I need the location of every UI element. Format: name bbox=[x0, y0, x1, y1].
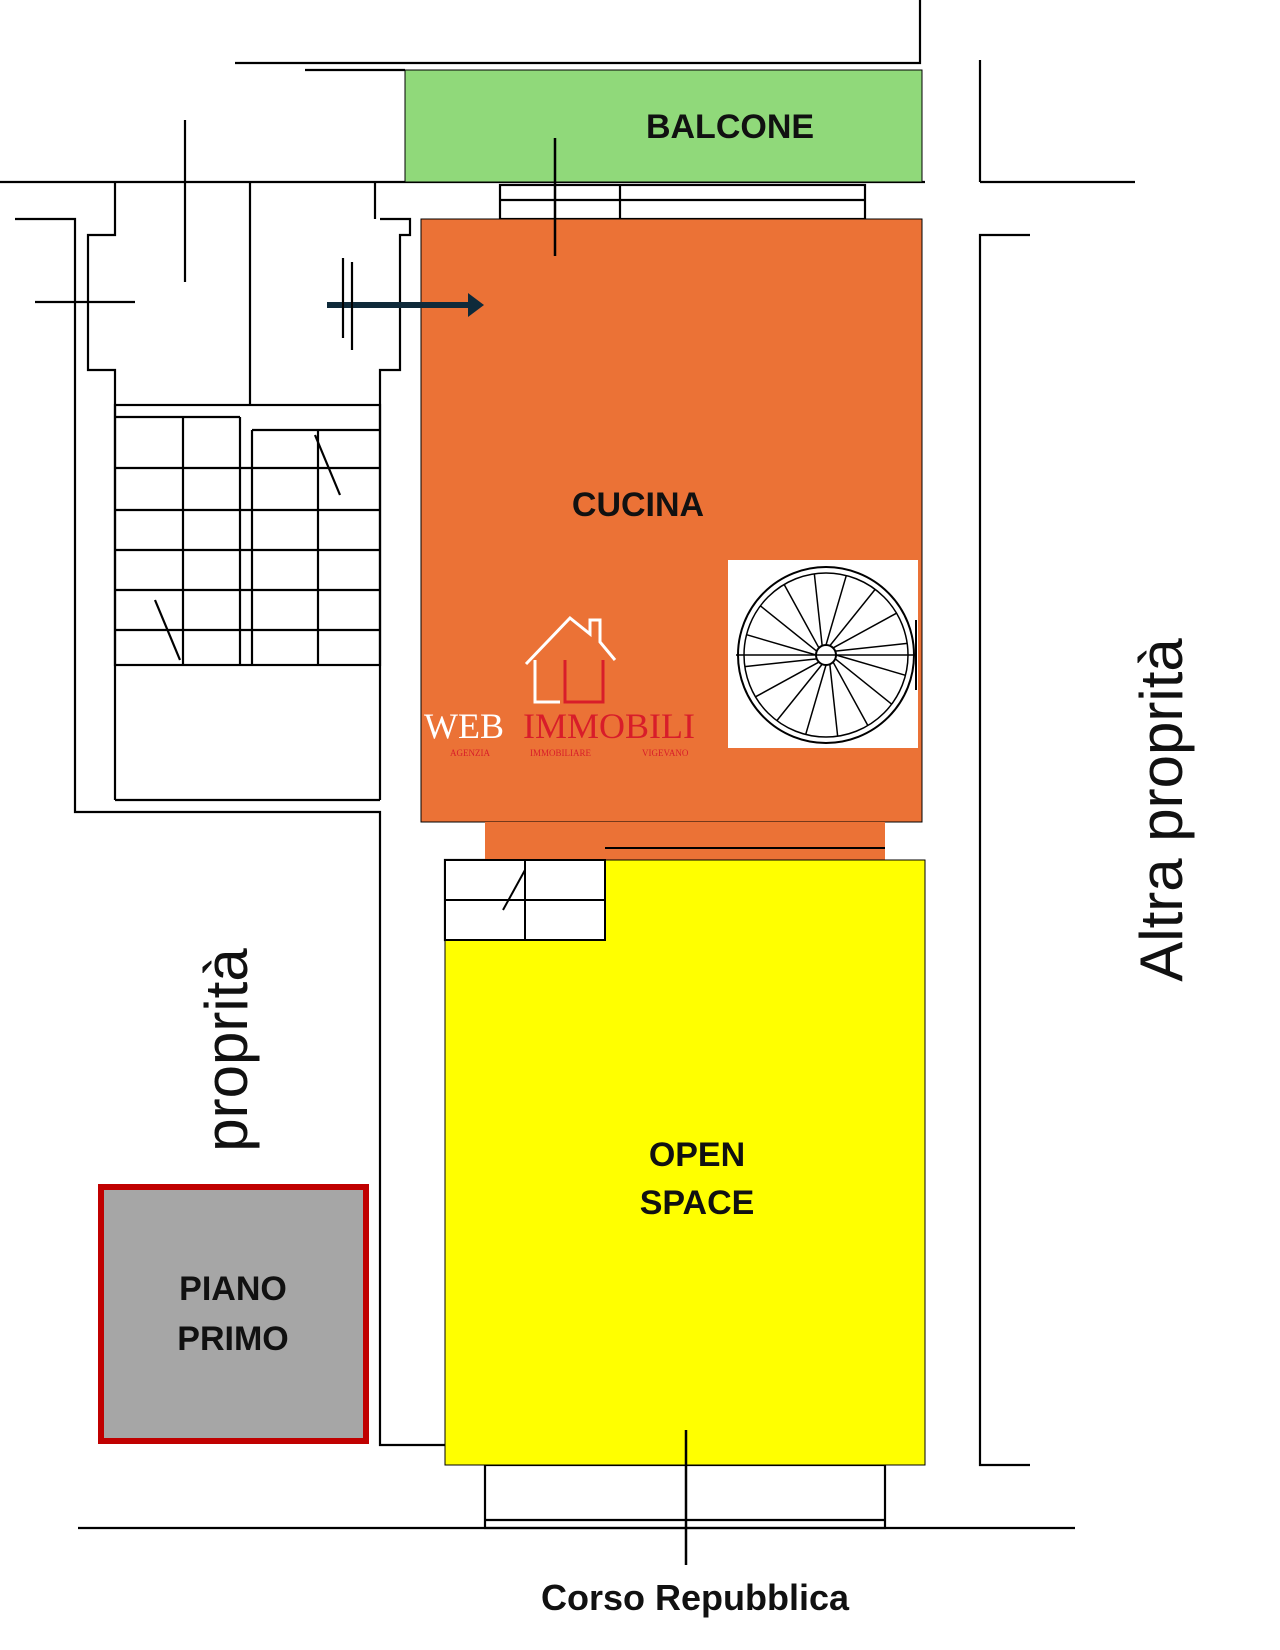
piano-primo-label-line2: PRIMO bbox=[177, 1320, 288, 1358]
piano-primo-box bbox=[98, 1184, 369, 1444]
logo-immobili-text: IMMOBILI bbox=[523, 706, 695, 746]
logo-sub-agenzia: AGENZIA bbox=[450, 748, 490, 758]
street-label: Corso Repubblica bbox=[541, 1577, 850, 1618]
piano-primo-label-line1: PIANO bbox=[179, 1270, 287, 1308]
open-space-label-line1: OPEN bbox=[649, 1136, 745, 1174]
balcone-label: BALCONE bbox=[646, 108, 814, 146]
entry-arrow-icon bbox=[327, 258, 484, 350]
house-logo-icon bbox=[524, 615, 617, 704]
logo-web-text: WEB bbox=[424, 706, 504, 746]
spiral-staircase-icon bbox=[728, 560, 918, 748]
open-space-label-line2: SPACE bbox=[640, 1184, 755, 1222]
logo-sub-immobiliare: IMMOBILIARE bbox=[530, 748, 591, 758]
right-side-label: Altra proprità bbox=[1128, 638, 1195, 982]
cucina-label: CUCINA bbox=[572, 486, 704, 524]
balcone-room bbox=[404, 69, 923, 183]
logo-sub-vigevano: VIGEVANO bbox=[642, 748, 689, 758]
left-side-label: proprità bbox=[193, 948, 260, 1152]
